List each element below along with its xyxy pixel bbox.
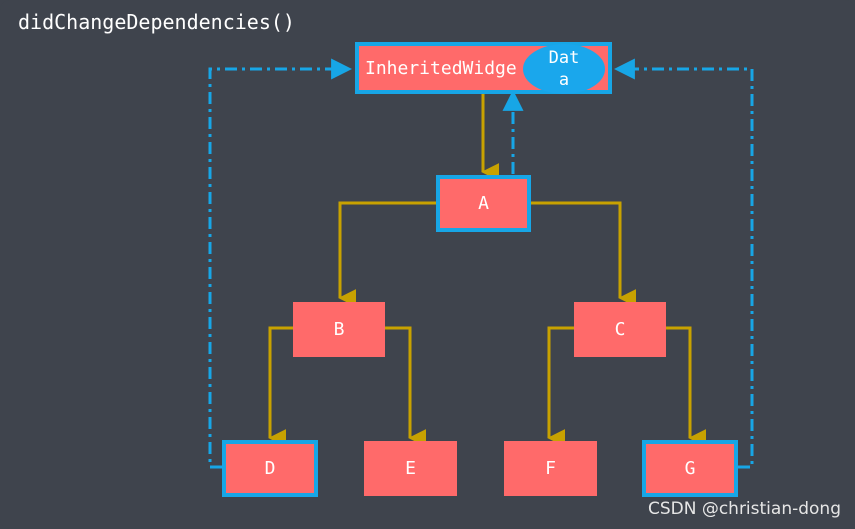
inherited-widget-label: InheritedWidge [365, 58, 517, 79]
node-f: F [504, 441, 597, 496]
edge-c-to-g [666, 326, 707, 447]
inherited-widget-node: InheritedWidge Dat a [355, 42, 612, 94]
data-label-line-1: Dat [548, 48, 580, 68]
watermark: CSDN @christian-dong [647, 499, 841, 519]
node-b: B [293, 302, 385, 357]
node-g: G [642, 440, 738, 497]
edge-b-to-d [268, 326, 293, 447]
diagram-title: didChangeDependencies() [18, 10, 295, 34]
node-d: D [222, 440, 318, 497]
node-c: C [574, 302, 666, 357]
data-ellipse: Dat a [523, 44, 605, 94]
node-e: E [364, 441, 457, 496]
edge-a-to-b [338, 201, 436, 307]
dependency-link-d [208, 58, 353, 469]
edge-b-to-e [385, 326, 427, 447]
edge-c-to-f [547, 326, 574, 447]
data-label-line-2: a [558, 70, 570, 90]
dependency-link-g [613, 58, 754, 469]
node-a: A [436, 175, 531, 232]
edge-a-to-c [530, 201, 637, 307]
